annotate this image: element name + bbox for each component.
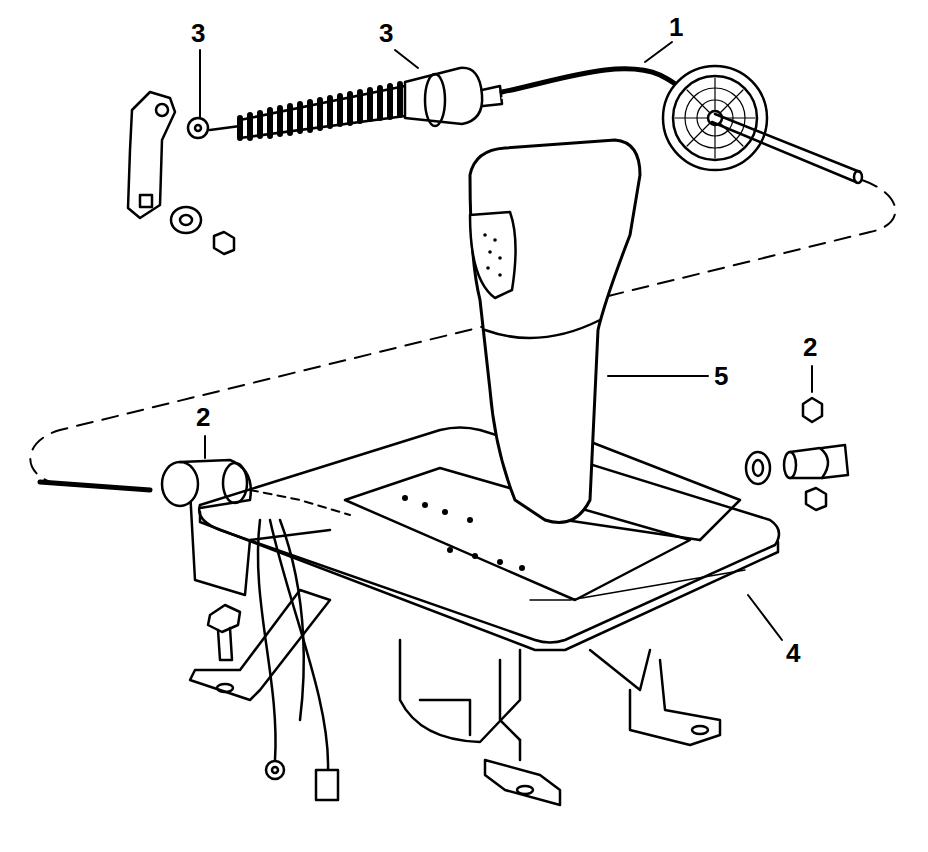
callout-number: 4 xyxy=(786,640,800,666)
callout-number: 3 xyxy=(379,20,393,46)
callout-number: 5 xyxy=(714,363,728,389)
callout-number: 2 xyxy=(196,404,210,430)
callout-number: 1 xyxy=(669,14,683,40)
spring xyxy=(240,84,405,138)
callout-number: 3 xyxy=(191,20,205,46)
callout-number: 2 xyxy=(803,334,817,360)
